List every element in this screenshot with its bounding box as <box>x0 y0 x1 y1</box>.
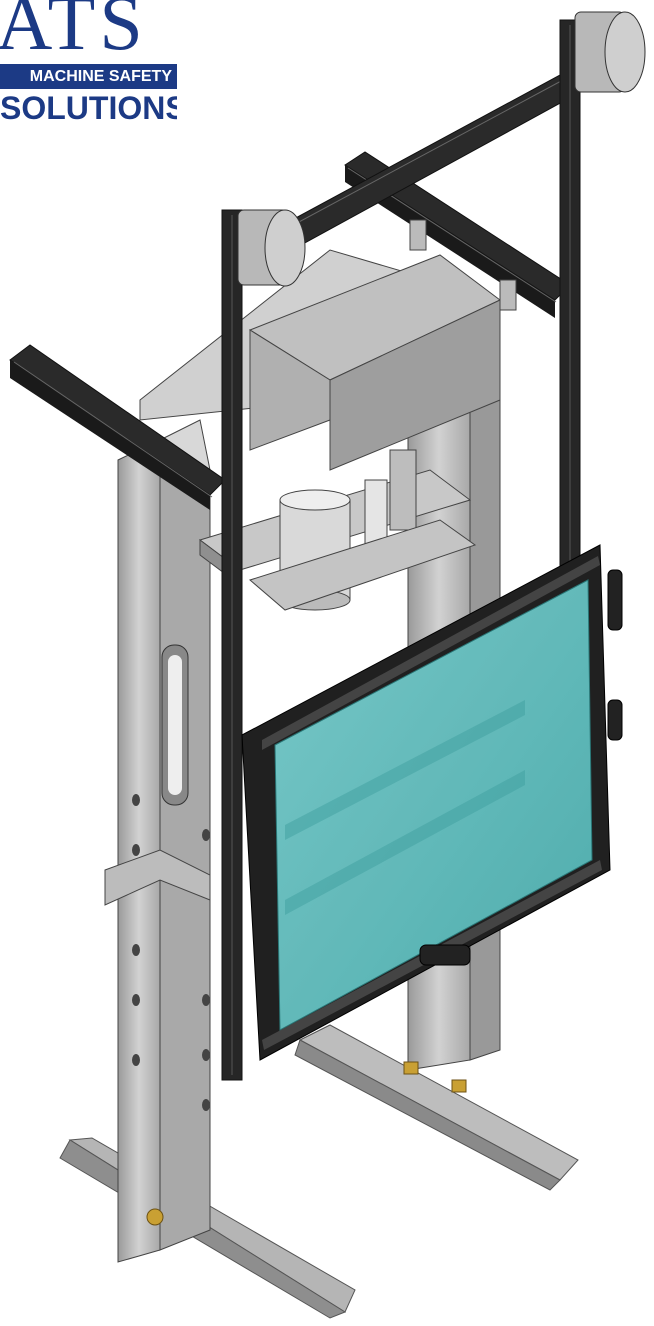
guard-glass-panel <box>274 579 593 1031</box>
pulley-left <box>237 209 306 287</box>
logo-mark: ATS <box>0 0 147 66</box>
ats-logo: ATS MACHINE SAFETY SOLUTIONS <box>0 0 182 132</box>
column-holes <box>132 664 494 1111</box>
left-foot <box>68 1137 356 1313</box>
handle-side <box>607 569 623 631</box>
lower-plate <box>248 519 477 611</box>
logo-tagline-machine-safety: MACHINE SAFETY <box>0 64 177 89</box>
pulley-right <box>574 11 646 93</box>
fitting-1 <box>146 1208 164 1226</box>
logo-tagline-solutions: SOLUTIONS <box>0 90 177 126</box>
handle-bottom <box>419 944 471 966</box>
column-clamp <box>104 849 211 906</box>
